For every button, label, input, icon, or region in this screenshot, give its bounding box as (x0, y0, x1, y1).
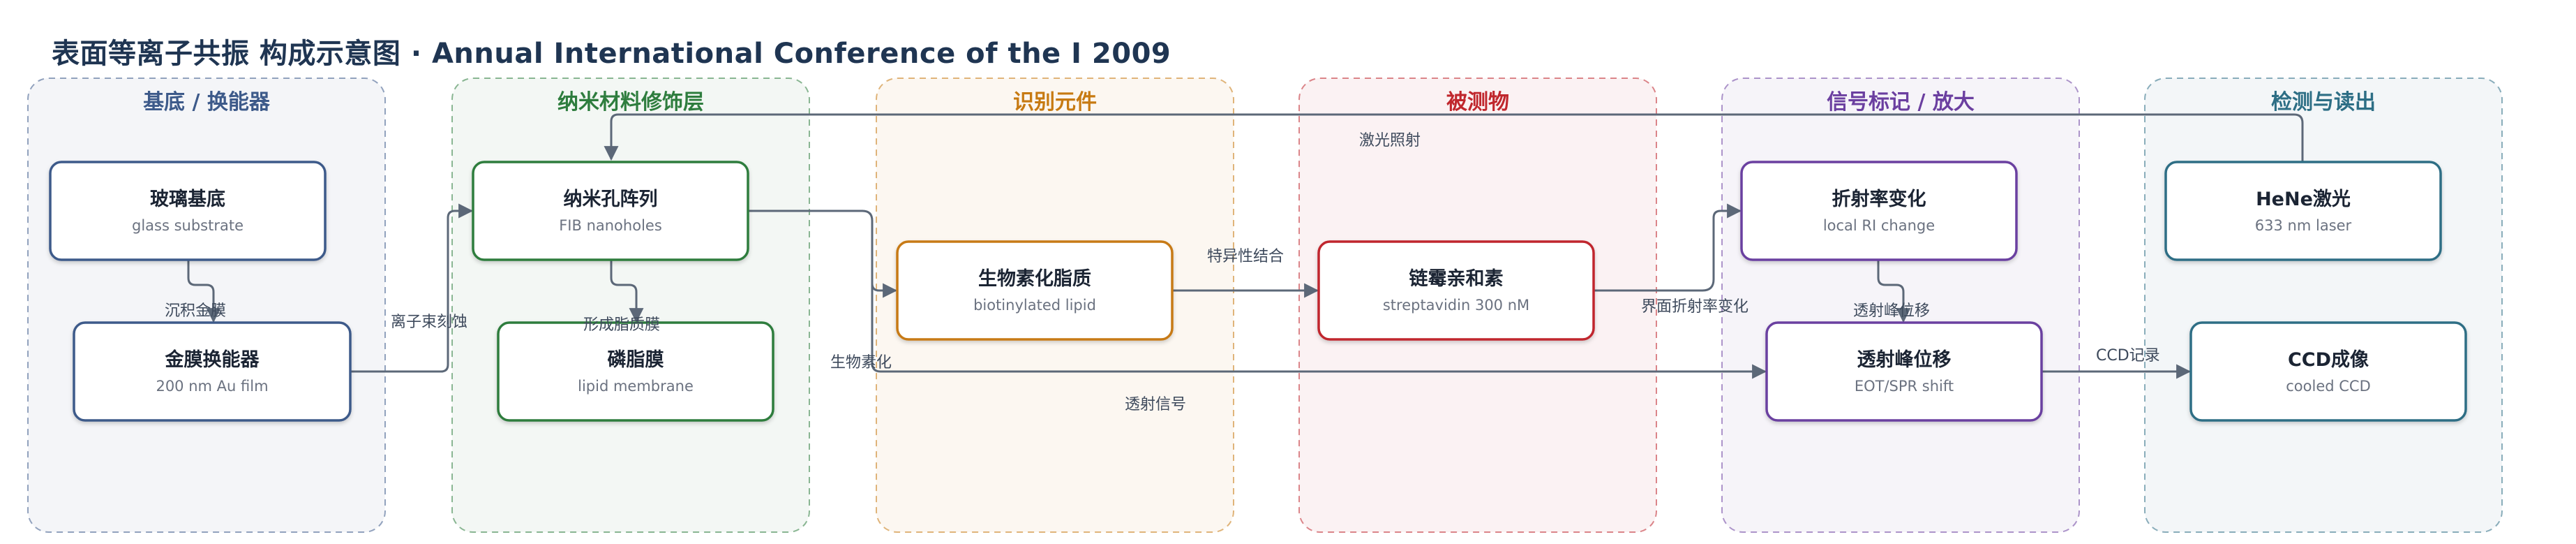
edge-label: CCD记录 (2096, 347, 2160, 365)
lane-title: 基底 / 换能器 (143, 90, 271, 115)
node-biolipid: 生物素化脂质 biotinylated lipid (896, 240, 1174, 341)
node-ri: 折射率变化 local RI change (1740, 161, 2018, 261)
node-subtitle: glass substrate (132, 217, 244, 234)
lane-title: 被测物 (1446, 90, 1509, 115)
node-au: 金膜换能器 200 nm Au film (73, 321, 352, 422)
diagram-title: 表面等离子共振 构成示意图 · Annual International Con… (52, 38, 1171, 70)
node-ccd: CCD成像 cooled CCD (2189, 321, 2467, 422)
node-title: CCD成像 (2288, 349, 2369, 371)
edge-glass-au (187, 260, 221, 323)
node-title: 玻璃基底 (150, 188, 225, 210)
node-title: HeNe激光 (2256, 188, 2351, 210)
node-subtitle: cooled CCD (2286, 378, 2371, 395)
lane-title: 识别元件 (1013, 90, 1097, 115)
node-title: 纳米孔阵列 (564, 188, 658, 210)
edge-au-eot (871, 284, 1767, 379)
lane-nano: 纳米材料修饰层 (451, 78, 810, 533)
edge-strep-ri (1594, 203, 1742, 292)
node-box (73, 321, 352, 422)
edge-label: 激光照射 (1359, 132, 1421, 149)
edge-label: 特异性结合 (1207, 248, 1284, 265)
node-subtitle: 200 nm Au film (156, 378, 268, 395)
edge-label: 离子束刻蚀 (391, 314, 467, 331)
node-box (2189, 321, 2467, 422)
edge-label: 透射信号 (1125, 396, 1186, 413)
node-title: 磷脂膜 (608, 349, 664, 371)
node-subtitle: biotinylated lipid (973, 297, 1096, 314)
edge-arrow (350, 203, 474, 373)
edge-label: 生物素化 (830, 354, 892, 372)
node-box (49, 161, 327, 261)
node-title: 折射率变化 (1832, 188, 1926, 210)
node-subtitle: 633 nm laser (2255, 217, 2352, 234)
lane-background (2144, 78, 2503, 533)
node-title: 透射峰位移 (1857, 348, 1952, 371)
node-subtitle: local RI change (1823, 217, 1935, 234)
node-title: 生物素化脂质 (978, 268, 1091, 290)
edge-laser-holes (604, 113, 2304, 162)
node-box (472, 161, 749, 261)
node-subtitle: lipid membrane (578, 378, 694, 395)
node-box (497, 321, 774, 422)
lane-title: 纳米材料修饰层 (557, 90, 704, 115)
edge-arrow (1877, 260, 1911, 323)
edge-arrow (748, 209, 898, 298)
node-title: 链霉亲和素 (1409, 267, 1504, 290)
edge-ri-eot (1877, 260, 1911, 323)
edge-au-holes (350, 203, 474, 373)
edge-label: 沉积金膜 (165, 302, 226, 320)
edge-arrow (871, 284, 1767, 379)
edge-holes-biolipid (748, 209, 898, 298)
node-glass: 玻璃基底 glass substrate (49, 161, 327, 261)
lane-title: 检测与读出 (2271, 90, 2376, 115)
edge-arrow (1594, 203, 1742, 292)
node-subtitle: streptavidin 300 nM (1383, 297, 1529, 314)
edge-label: 形成脂质膜 (583, 316, 660, 334)
node-lipid: 磷脂膜 lipid membrane (497, 321, 774, 422)
edge-arrow (604, 113, 2304, 162)
node-box (1765, 321, 2043, 422)
node-eot: 透射峰位移 EOT/SPR shift (1765, 321, 2043, 422)
node-laser: HeNe激光 633 nm laser (2164, 161, 2442, 261)
edge-label: 透射峰位移 (1853, 302, 1930, 320)
lane-title: 信号标记 / 放大 (1827, 90, 1975, 115)
node-box (1740, 161, 2018, 261)
node-box (2164, 161, 2442, 261)
node-box (1317, 240, 1595, 341)
node-box (896, 240, 1174, 341)
node-title: 金膜换能器 (165, 348, 260, 371)
node-strep: 链霉亲和素 streptavidin 300 nM (1317, 240, 1595, 341)
node-subtitle: EOT/SPR shift (1855, 378, 1954, 395)
lane-background (451, 78, 810, 533)
node-holes: 纳米孔阵列 FIB nanoholes (472, 161, 749, 261)
edge-label: 界面折射率变化 (1641, 298, 1748, 316)
edge-arrow (187, 260, 221, 323)
edge-arrow (610, 260, 644, 323)
lane-readout: 检测与读出 (2144, 78, 2503, 533)
edge-holes-lipid (610, 260, 644, 323)
node-subtitle: FIB nanoholes (559, 217, 662, 234)
